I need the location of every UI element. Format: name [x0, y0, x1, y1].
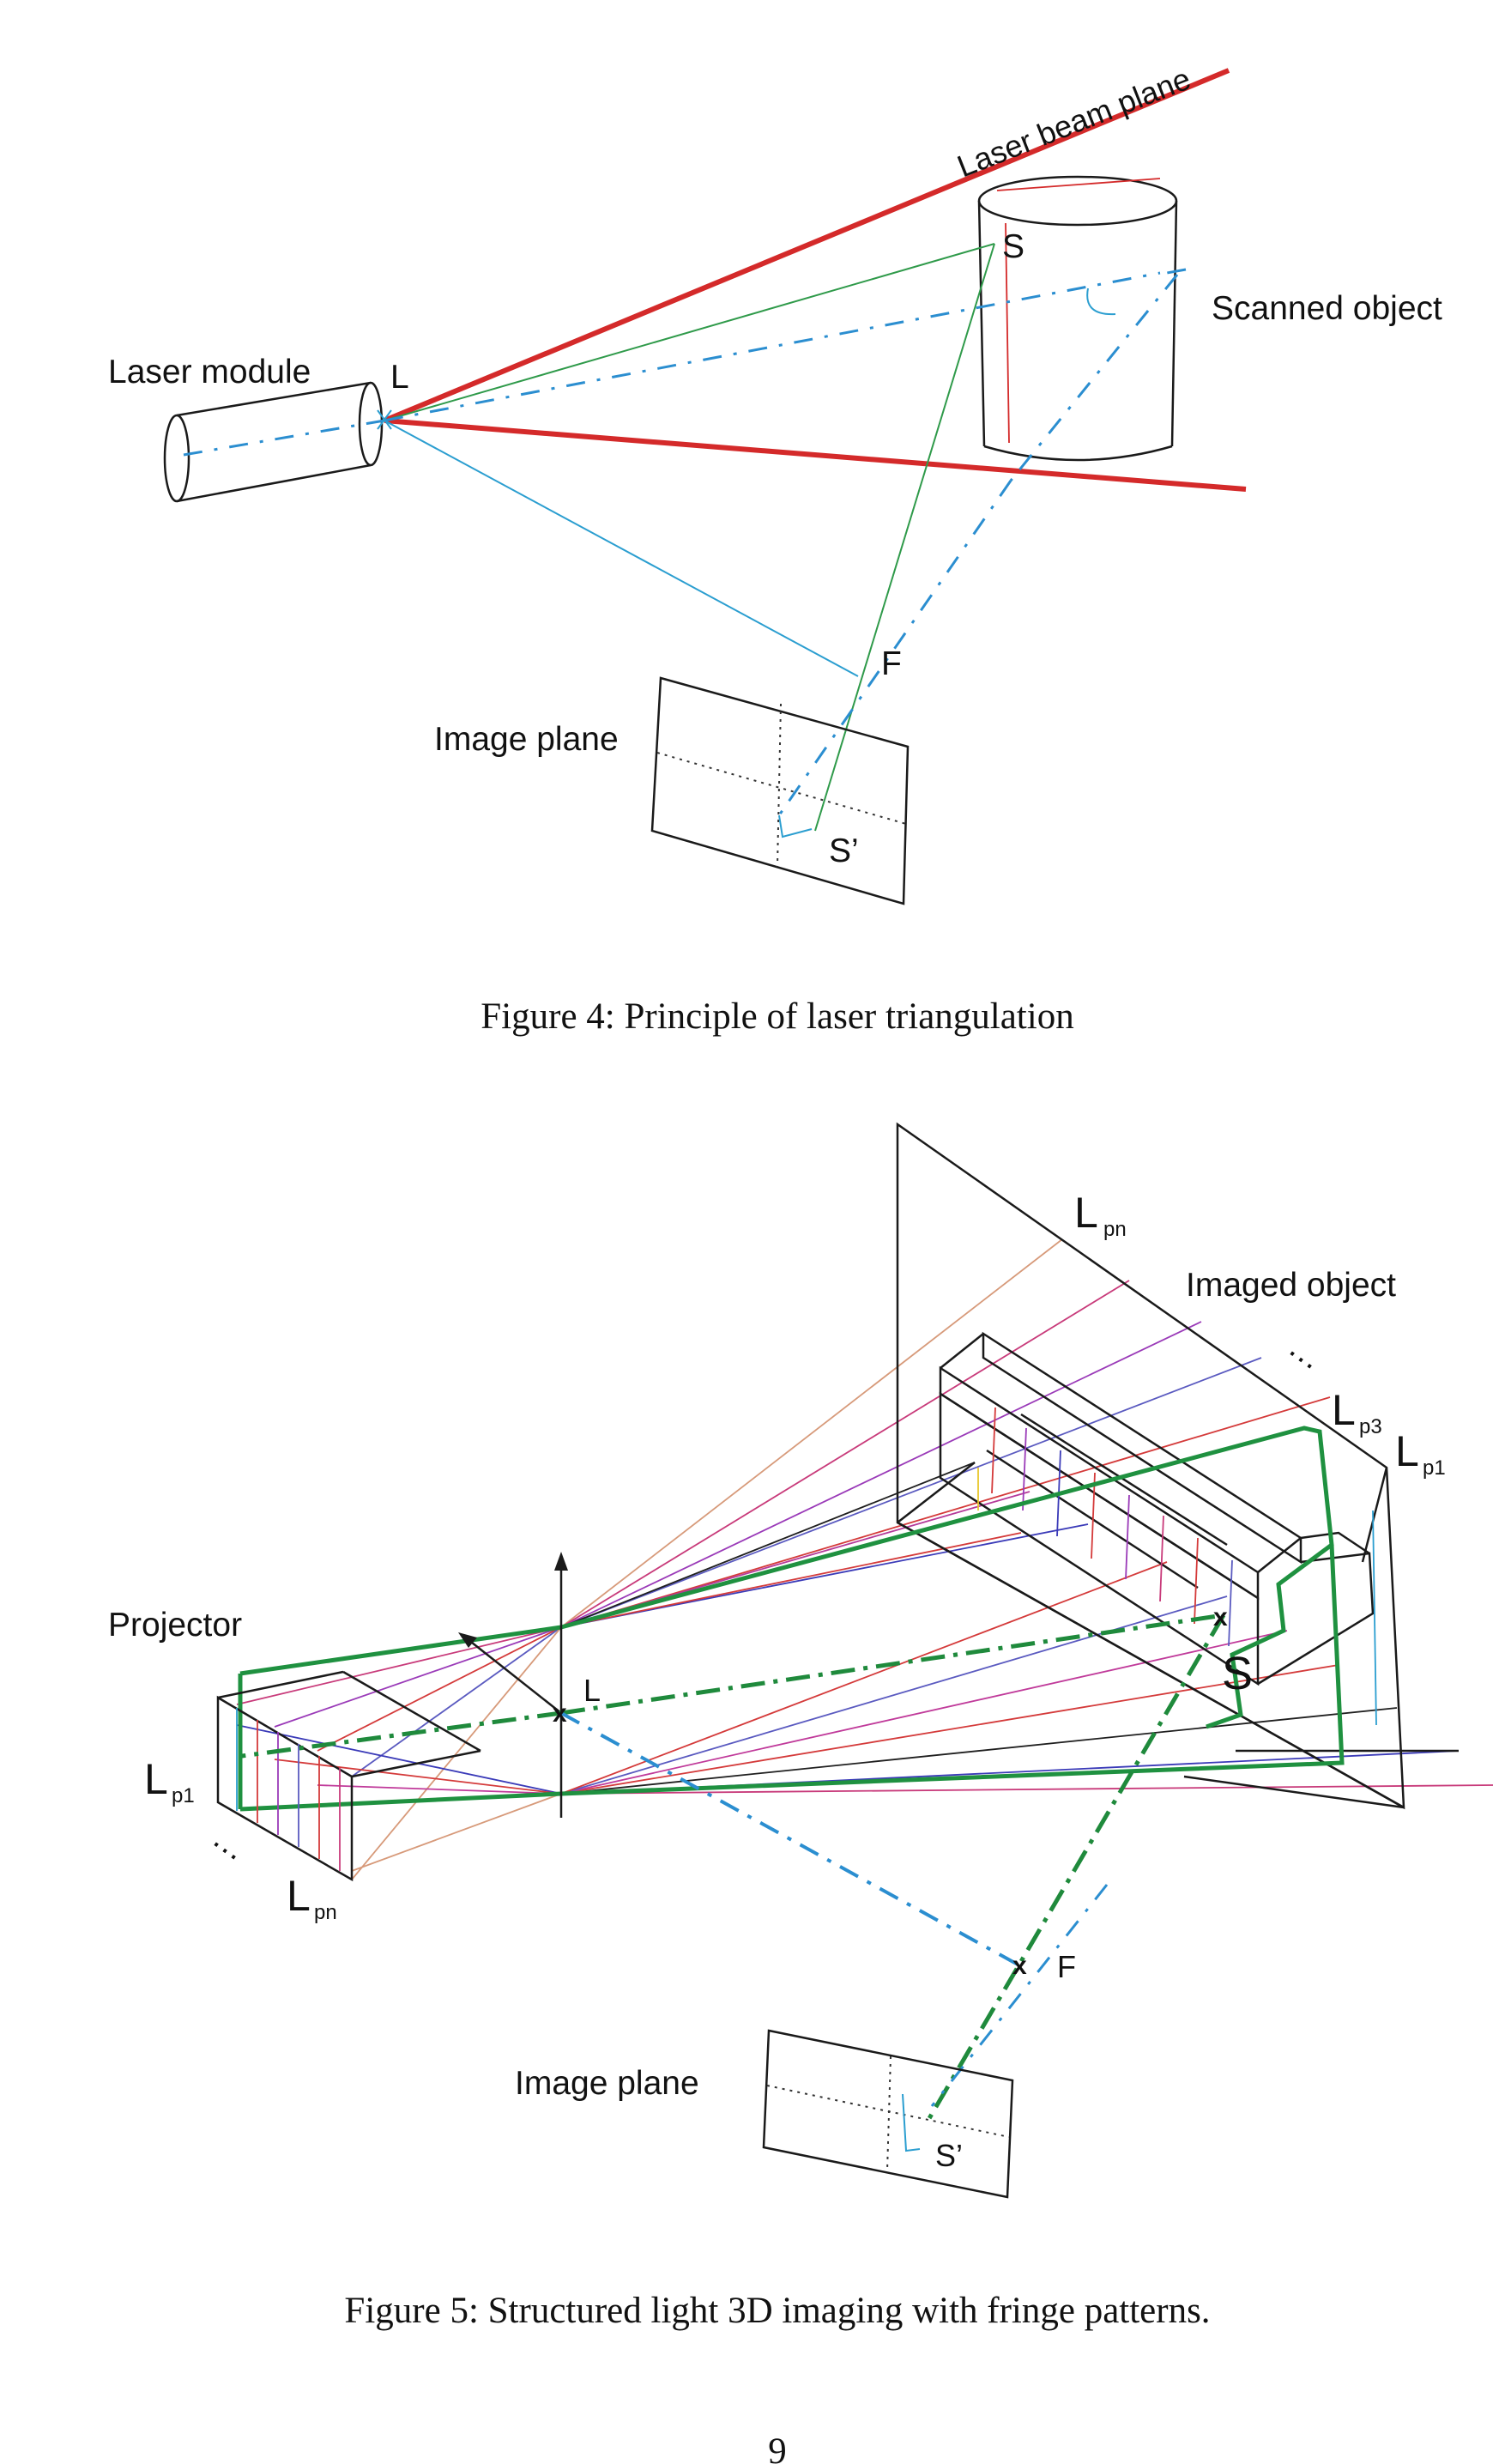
label-L-p3: L p3 — [1332, 1386, 1382, 1438]
label-L: L — [390, 359, 409, 396]
page-number: 9 — [768, 2431, 787, 2464]
ray-L-to-F — [384, 420, 859, 677]
laser-axis — [384, 271, 1161, 422]
marker-S: x — [1213, 1603, 1228, 1632]
svg-text:p1: p1 — [172, 1784, 195, 1807]
label-F-fig5: F — [1057, 1949, 1076, 1984]
label-imaged-object: Imaged object — [1186, 1267, 1396, 1304]
svg-text:L: L — [1395, 1427, 1419, 1475]
camera-axis-fig5 — [930, 1884, 1109, 2107]
camera-axis — [777, 480, 1012, 816]
ray-S-to-S-prime — [814, 243, 995, 832]
svg-text:L: L — [1332, 1386, 1356, 1434]
scanned-object-cylinder — [977, 175, 1187, 481]
label-L-pn-top: L pn — [1074, 1189, 1127, 1241]
highlighted-fringe — [238, 1426, 1345, 1812]
figure-4-caption: Figure 4: Principle of laser triangulati… — [480, 996, 1073, 1037]
lens-axis — [458, 1552, 568, 1818]
label-L-pn-left: L pn — [287, 1872, 337, 1924]
label-image-plane-fig5: Image plane — [515, 2065, 699, 2102]
ray-L-to-S-fig5 — [560, 1613, 1224, 1716]
ray-L-to-F-fig5 — [560, 1711, 1020, 1967]
label-L-p1-top: L p1 — [1395, 1427, 1446, 1480]
ray-L-to-S — [384, 243, 995, 421]
svg-text:pn: pn — [314, 1901, 337, 1924]
svg-text:L: L — [144, 1755, 168, 1803]
image-plane-fig5 — [762, 2029, 1014, 2199]
svg-text:p3: p3 — [1359, 1415, 1382, 1438]
ray-L-to-projector — [241, 1710, 562, 1759]
label-laser-module: Laser module — [108, 354, 311, 390]
fringe-lines-on-object — [977, 1407, 1377, 1726]
svg-text:pn: pn — [1103, 1218, 1127, 1241]
label-scanned-object: Scanned object — [1212, 290, 1442, 327]
image-plane-fig4 — [650, 676, 910, 905]
svg-text:p1: p1 — [1423, 1456, 1446, 1480]
figure-4: Laser beam plane S Scanned object Laser … — [108, 61, 1442, 1037]
svg-text:L: L — [1074, 1189, 1098, 1237]
stepped-object — [939, 1331, 1375, 1686]
laser-beam-upper — [383, 68, 1230, 423]
marker-L: x — [553, 1699, 567, 1728]
label-dots-left: … — [206, 1819, 255, 1868]
projector-fringes — [236, 1708, 341, 1871]
label-F: F — [881, 645, 902, 682]
label-L-p1-left: L p1 — [144, 1755, 195, 1807]
label-laser-beam-plane: Laser beam plane — [952, 61, 1195, 185]
field-frame — [897, 1462, 1459, 1809]
figure-5: x x x L pn Imaged object … L p3 L p1 Pro… — [108, 1122, 1494, 2331]
projector-box — [216, 1670, 481, 1882]
label-S-prime: S’ — [829, 832, 859, 869]
label-image-plane: Image plane — [434, 721, 619, 758]
label-projector: Projector — [108, 1607, 242, 1644]
ray-S-to-S-prime-fig5 — [926, 1613, 1226, 2122]
label-S: S — [1002, 228, 1024, 265]
marker-F: x — [1012, 1952, 1027, 1980]
label-L-fig5: L — [583, 1673, 601, 1708]
point-L-marker — [377, 409, 392, 430]
label-dots-top: … — [1282, 1328, 1331, 1377]
laser-module-cylinder — [163, 381, 385, 503]
figure-5-caption: Figure 5: Structured light 3D imaging wi… — [344, 2291, 1210, 2331]
label-S-fig5: S — [1222, 1648, 1253, 1699]
laser-beam-lower — [384, 418, 1247, 492]
label-S-prime-fig5: S’ — [935, 2138, 963, 2173]
svg-text:L: L — [287, 1872, 311, 1920]
